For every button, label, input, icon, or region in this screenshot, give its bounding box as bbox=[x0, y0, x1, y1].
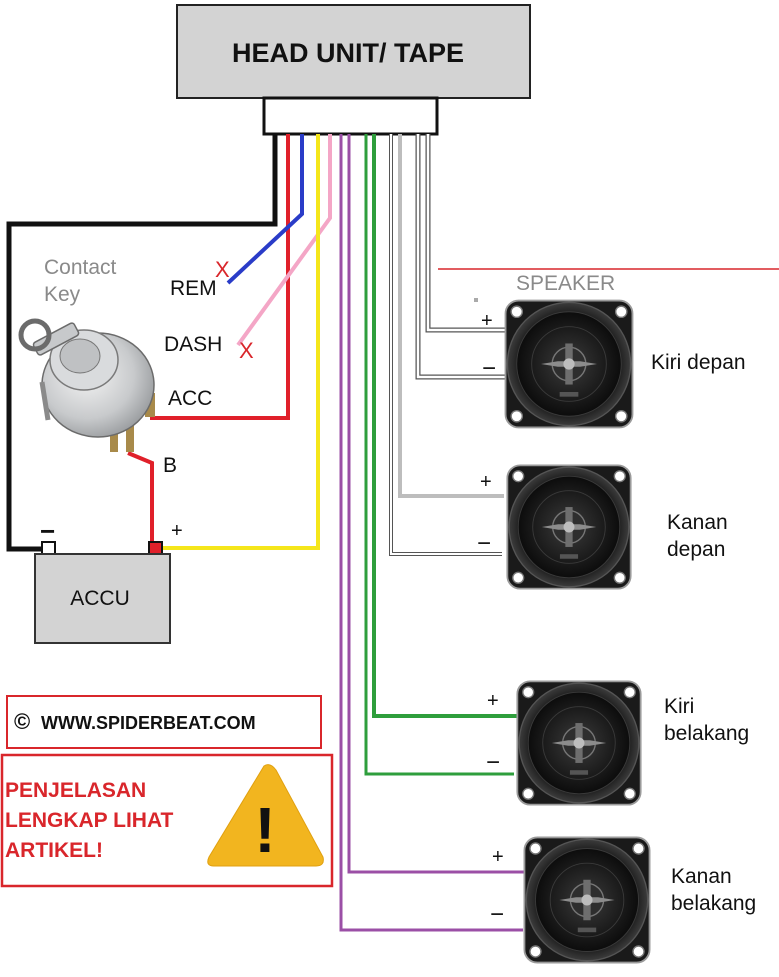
rem-unused-mark: X bbox=[215, 257, 230, 282]
b-label: B bbox=[163, 454, 177, 477]
dash-label: DASH bbox=[164, 333, 222, 356]
battery-minus-sign: − bbox=[40, 516, 55, 546]
battery-wire bbox=[160, 134, 320, 550]
rear-left-minus-wire bbox=[364, 134, 514, 776]
speaker-rear-right-minus: − bbox=[490, 901, 504, 928]
dash-wire bbox=[236, 134, 332, 347]
battery-box bbox=[34, 553, 171, 644]
b-wire bbox=[127, 451, 154, 547]
speaker-rear-left-label-1: Kiri bbox=[664, 695, 694, 718]
front-right-minus-wire-inner bbox=[390, 134, 502, 555]
speaker-rear-right: + − Kanan belakang bbox=[490, 836, 756, 964]
grey-dot bbox=[474, 298, 478, 302]
warning-icon: ! bbox=[207, 764, 324, 867]
speaker-heading: SPEAKER bbox=[516, 272, 615, 295]
acc-label: ACC bbox=[168, 387, 212, 410]
rear-right-plus-wire bbox=[347, 134, 524, 874]
speaker-front-right: + − Kanan depan bbox=[477, 464, 728, 590]
speaker-front-right-plus: + bbox=[480, 471, 492, 493]
ground-wire bbox=[6, 134, 278, 552]
notice-line-3: ARTIKEL! bbox=[5, 839, 103, 862]
battery-label: ACCU bbox=[70, 587, 130, 610]
copyright-text: WWW.SPIDERBEAT.COM bbox=[41, 713, 256, 733]
front-left-minus-wire-inner bbox=[416, 134, 505, 379]
speaker-rear-right-plus: + bbox=[492, 846, 504, 868]
contact-key-label-1: Contact bbox=[44, 256, 117, 279]
battery-plus-terminal bbox=[148, 541, 163, 555]
notice-line-1: PENJELASAN bbox=[5, 779, 146, 802]
copyright-symbol: © bbox=[14, 709, 30, 734]
rem-wire bbox=[226, 134, 304, 285]
speaker-front-right-minus: − bbox=[477, 530, 491, 557]
dash-unused-mark: X bbox=[239, 338, 254, 363]
front-left-plus-wire-inner bbox=[426, 134, 506, 332]
speaker-rear-left-plus: + bbox=[487, 690, 499, 712]
speaker-rear-left-minus: − bbox=[486, 749, 500, 776]
ignition-switch-icon bbox=[18, 318, 155, 452]
head-unit-title: HEAD UNIT/ TAPE bbox=[232, 38, 464, 68]
speaker-rear-left-label-2: belakang bbox=[664, 722, 749, 745]
head-unit-connector bbox=[262, 96, 439, 136]
warning-icon-mark: ! bbox=[254, 794, 275, 866]
speaker-front-left-minus: − bbox=[482, 355, 496, 382]
notice-line-2: LENGKAP LIHAT bbox=[5, 809, 174, 832]
speaker-front-right-label-1: Kanan bbox=[667, 511, 728, 534]
speaker-rear-left: + − Kiri belakang bbox=[486, 680, 749, 806]
speaker-rear-right-label-2: belakang bbox=[671, 892, 756, 915]
speaker-front-left-plus: + bbox=[481, 310, 493, 332]
speaker-front-left-label: Kiri depan bbox=[651, 351, 746, 374]
copyright-box bbox=[6, 695, 322, 749]
rem-label: REM bbox=[170, 277, 217, 300]
rear-left-plus-wire bbox=[372, 134, 518, 718]
speaker-front-right-label-2: depan bbox=[667, 538, 725, 561]
rear-right-minus-wire bbox=[339, 134, 523, 932]
speaker-rear-right-label-1: Kanan bbox=[671, 865, 732, 888]
battery-plus-sign: + bbox=[171, 520, 183, 542]
speaker-front-left: + − Kiri depan bbox=[481, 299, 746, 429]
front-left-minus-wire bbox=[415, 134, 505, 380]
head-unit-box bbox=[176, 4, 531, 99]
front-left-plus-wire bbox=[425, 134, 506, 333]
front-right-plus-wire bbox=[398, 134, 504, 498]
contact-key-label-2: Key bbox=[44, 283, 81, 306]
